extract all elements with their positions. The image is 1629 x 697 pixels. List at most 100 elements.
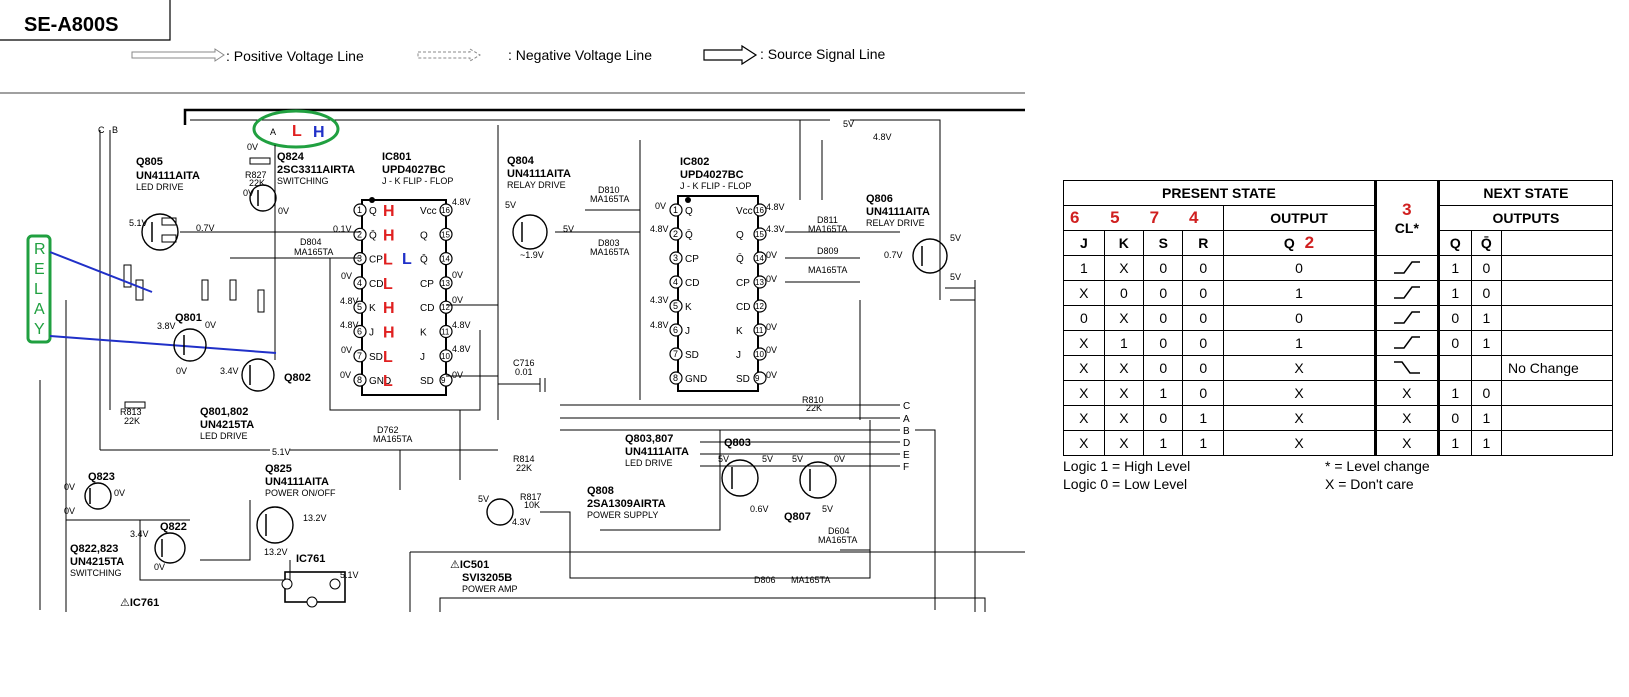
svg-text:3.8V: 3.8V xyxy=(157,321,176,331)
ic802-pin-num: 6 xyxy=(673,325,678,335)
ic802-pin-label: SD xyxy=(685,350,699,361)
ic802-pin-label: J xyxy=(736,350,741,361)
col-r: R xyxy=(1182,230,1225,256)
ic801-name: IC801 xyxy=(382,151,411,163)
svg-text:0.7V: 0.7V xyxy=(884,250,903,260)
svg-text:4.8V: 4.8V xyxy=(650,320,669,330)
ic801-pin-label: CD xyxy=(420,303,434,314)
q806-transistor: 0.7V 5V 5V xyxy=(884,233,961,282)
q801-transistor xyxy=(173,328,207,362)
truth-table-cell: X xyxy=(1223,405,1376,431)
truth-table-cell: X xyxy=(1103,405,1145,431)
ic802-pin-label: Q xyxy=(736,230,744,241)
truth-table: PRESENT STATE 3 CL* NEXT STATE 6 5 7 4 O… xyxy=(1063,180,1614,456)
ic802-pin-num: 13 xyxy=(755,278,764,287)
q825-function: POWER ON/OFF xyxy=(265,488,336,498)
cell-cl: X xyxy=(1373,405,1440,431)
truth-table-cell: 0 xyxy=(1437,305,1472,331)
relay-letter: L xyxy=(34,281,43,298)
svg-text:MA165TA: MA165TA xyxy=(590,194,629,204)
ic801-pin-num: 8 xyxy=(357,375,362,385)
truth-table-cell: 0 xyxy=(1470,280,1503,306)
note-logic1: Logic 1 = High Level xyxy=(1063,458,1191,474)
ic802-pin-num: 7 xyxy=(673,349,678,359)
svg-text:3.4V: 3.4V xyxy=(220,366,239,376)
ic801-pin-label: Q xyxy=(420,230,428,241)
svg-text:0.6V: 0.6V xyxy=(750,504,769,514)
bus-letter: E xyxy=(903,450,910,461)
model-title: SE-A800S xyxy=(24,14,119,36)
q801-802-part: UN4215TA xyxy=(200,419,254,431)
ic802-chip xyxy=(677,195,759,392)
ic802-part: UPD4027BC xyxy=(680,169,744,181)
truth-table-cell: X xyxy=(1063,405,1105,431)
svg-text:MA165TA: MA165TA xyxy=(791,575,830,585)
ic802-pin-label: SD xyxy=(736,374,750,385)
q803-807-name: Q803,807 xyxy=(625,433,673,445)
svg-text:MA165TA: MA165TA xyxy=(590,247,629,257)
legend-negative: : Negative Voltage Line xyxy=(417,47,652,63)
svg-text:MA165TA: MA165TA xyxy=(373,434,412,444)
ic801-pin-label: Vcc xyxy=(420,206,437,217)
svg-text:5V: 5V xyxy=(505,200,516,210)
svg-text:5V: 5V xyxy=(478,494,489,504)
svg-text:0V: 0V xyxy=(114,488,125,498)
truth-table-cell xyxy=(1437,355,1472,381)
truth-table-cell: 1 xyxy=(1223,330,1376,356)
q803-807-function: LED DRIVE xyxy=(625,458,673,468)
ic802-pin-num: 2 xyxy=(673,229,678,239)
svg-text:D810: D810 xyxy=(598,185,620,195)
svg-text:4.3V: 4.3V xyxy=(650,295,669,305)
col-s-number: 7 xyxy=(1149,208,1160,227)
d806-label: D806 xyxy=(754,575,776,585)
q802-transistor xyxy=(241,358,275,392)
col-r-number: 4 xyxy=(1188,208,1199,227)
svg-text:10K: 10K xyxy=(524,500,540,510)
highlight-ellipse xyxy=(252,109,340,149)
svg-text:13.2V: 13.2V xyxy=(303,513,327,523)
svg-text:5V: 5V xyxy=(843,119,854,129)
q822-823-function: SWITCHING xyxy=(70,568,122,578)
col-qbar-next: Q̄ xyxy=(1470,230,1503,256)
ic802-pin-label: Q̄ xyxy=(736,252,744,265)
truth-table-cell: 1 xyxy=(1437,380,1472,406)
svg-text:0.1V: 0.1V xyxy=(333,224,352,234)
col-k: K xyxy=(1103,230,1145,256)
col-cl-header: 3 CL* xyxy=(1373,180,1440,256)
svg-text:5V: 5V xyxy=(822,504,833,514)
ic802-pin-num: 16 xyxy=(755,206,764,215)
falling-edge-icon xyxy=(1373,355,1440,381)
truth-table-cell: 1 xyxy=(1437,255,1472,281)
svg-text:MA165TA: MA165TA xyxy=(818,535,857,545)
legend-source-label: : Source Signal Line xyxy=(760,46,886,62)
svg-text:5V: 5V xyxy=(950,272,961,282)
pin-annotation: H xyxy=(383,203,395,220)
ic801-function: J - K FLIP - FLOP xyxy=(382,176,453,186)
circuit-schematic: SE-A800S : Positive Voltage Line : Negat… xyxy=(0,0,1025,612)
ic801-pin-label: CP xyxy=(369,255,383,266)
ic501-name: ⚠IC501 xyxy=(450,559,489,571)
ic802-pin-label: Q xyxy=(685,206,693,217)
ic802-pin-label: CP xyxy=(736,278,750,289)
truth-table-cell: 1 xyxy=(1470,305,1503,331)
ic802-pin-num: 9 xyxy=(755,374,760,383)
svg-text:4.8V: 4.8V xyxy=(340,296,359,306)
col-q-number: 2 xyxy=(1304,233,1315,252)
relay-pointer-lower xyxy=(49,335,277,354)
svg-text:0V: 0V xyxy=(154,562,165,572)
ic801-pin-num: 10 xyxy=(441,352,450,361)
relay-letter: A xyxy=(34,301,45,318)
cell-note xyxy=(1501,255,1613,281)
truth-table-cell: X xyxy=(1103,430,1145,456)
svg-text:0V: 0V xyxy=(452,370,463,380)
relay-pointer-upper xyxy=(49,251,153,293)
svg-text:A: A xyxy=(270,127,276,137)
q824-part: 2SC3311AIRTA xyxy=(277,164,355,176)
relay-label: RELAY xyxy=(34,241,46,338)
ic761-label: IC761 xyxy=(296,553,325,565)
